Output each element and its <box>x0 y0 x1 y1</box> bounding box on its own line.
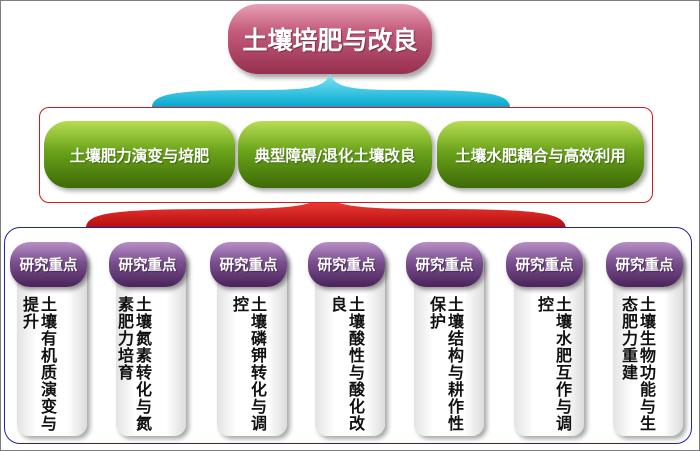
theme-box-2: 典型障碍/退化土壤改良 <box>238 121 432 188</box>
focus-badge-6: 研究重点 <box>506 242 583 287</box>
focus-card-6-text: 土壤水肥互作与调控 <box>535 296 572 432</box>
focus-card-7-text: 土壤生物功能与生态肥力重建 <box>619 296 656 432</box>
focus-badge-2: 研究重点 <box>109 242 186 287</box>
focus-card-5-text: 土壤结构与耕作性保护 <box>427 296 464 432</box>
focus-card-2-text: 土壤氮素转化与氮素肥力培育 <box>115 296 152 432</box>
theme-box-3: 土壤水肥耦合与高效利用 <box>437 121 644 188</box>
title-box: 土壤培肥与改良 <box>228 4 432 74</box>
focus-badge-1: 研究重点 <box>10 242 87 287</box>
focus-card-3-text: 土壤磷钾转化与调控 <box>230 296 267 432</box>
theme-box-1: 土壤肥力演变与培肥 <box>44 121 235 188</box>
focus-badge-7: 研究重点 <box>606 242 683 287</box>
focus-badge-5: 研究重点 <box>406 242 483 287</box>
focus-card-1-text: 土壤有机质演变与提升 <box>20 296 57 432</box>
focus-badge-3: 研究重点 <box>210 242 287 287</box>
focus-badge-4: 研究重点 <box>308 242 385 287</box>
focus-card-4-text: 土壤酸性与酸化改良 <box>328 296 365 432</box>
